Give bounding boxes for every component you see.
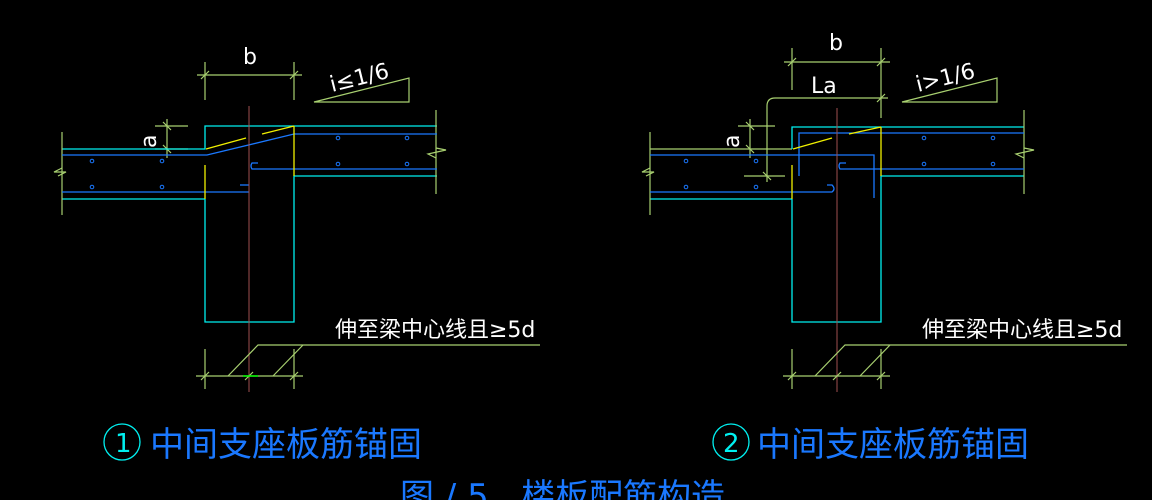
yellow-markers [791, 126, 882, 199]
bottom-dimension: 伸至梁中心线且≥5d [783, 318, 1127, 389]
dim-a-label: a [137, 135, 162, 148]
yellow-markers [204, 125, 295, 199]
detail-number-circle [712, 423, 750, 461]
slope-indicator: i>1/6 [901, 59, 998, 103]
detail-number-circle [103, 423, 141, 461]
bottom-dimension: 伸至梁中心线且≥5d [196, 318, 540, 389]
dimension-la: La [766, 74, 888, 182]
slope-label: i>1/6 [913, 59, 977, 98]
detail-1: b i≤1/6 a [53, 45, 540, 465]
slope-indicator: i≤1/6 [313, 59, 410, 103]
rebars [650, 132, 1024, 198]
slope-label: i≤1/6 [327, 59, 391, 98]
dimension-b: b [784, 31, 890, 118]
dim-la-label: La [811, 74, 837, 99]
dimension-a: a [137, 119, 188, 158]
rebars [62, 133, 437, 193]
dim-b-label: b [243, 45, 257, 70]
detail-caption: 中间支座板筋锚固 [150, 425, 422, 465]
dimension-b: b [197, 45, 302, 100]
detail-2-caption: 2 中间支座板筋锚固 [712, 423, 1029, 465]
dimension-a: a [720, 119, 785, 181]
detail-number: 1 [115, 429, 132, 459]
detail-2: b La i>1/6 a [641, 31, 1127, 465]
anchor-note: 伸至梁中心线且≥5d [335, 318, 535, 343]
detail-number: 2 [723, 429, 740, 459]
dim-a-label: a [720, 135, 745, 148]
anchor-note: 伸至梁中心线且≥5d [922, 318, 1122, 343]
figure-title: 图 / 5 楼板配筋构造 [400, 477, 725, 500]
detail-1-caption: 1 中间支座板筋锚固 [103, 423, 422, 465]
concrete-outline [53, 110, 447, 323]
dim-b-label: b [829, 31, 843, 56]
detail-caption: 中间支座板筋锚固 [757, 425, 1029, 465]
concrete-outline [641, 110, 1035, 323]
